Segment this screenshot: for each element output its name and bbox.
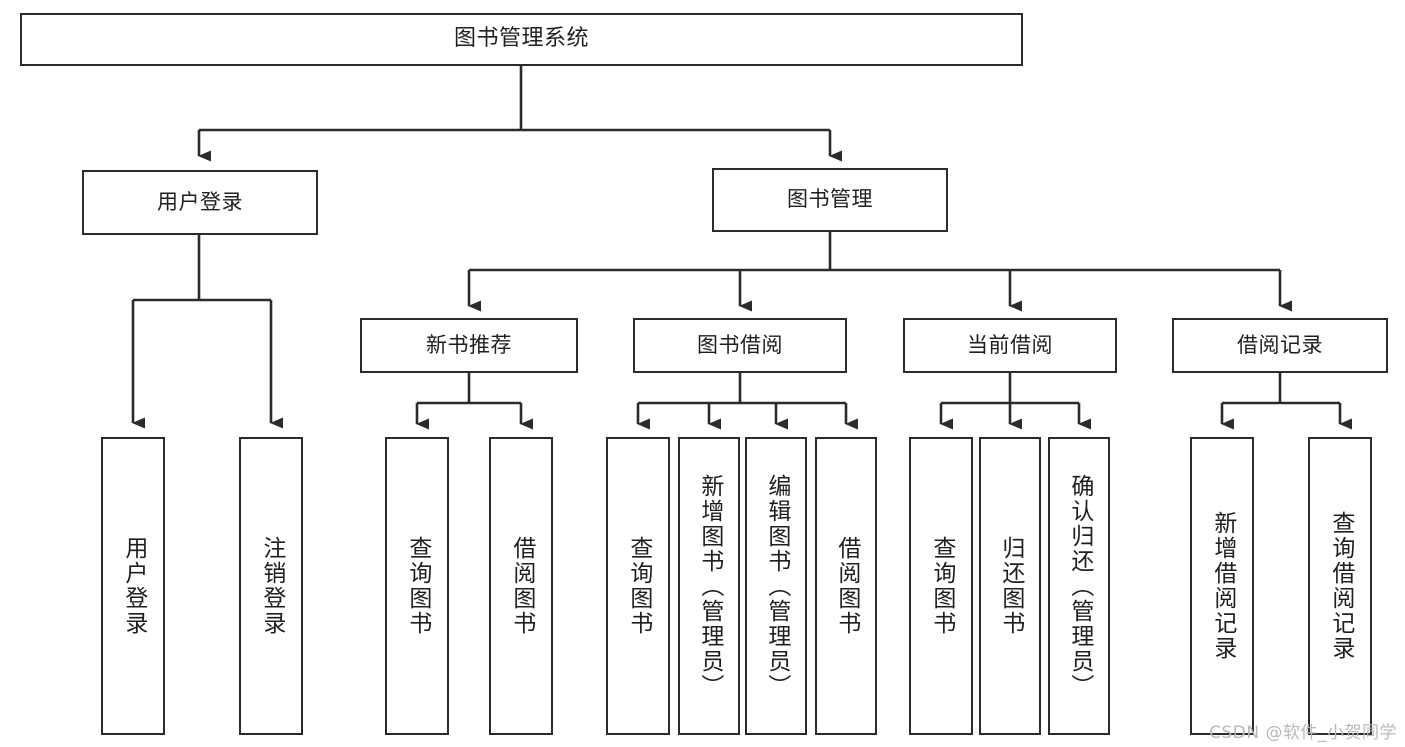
node-label: 用户登录 — [157, 189, 243, 214]
leaf-add-book-admin[interactable]: 新增图书（管理员） — [678, 437, 740, 735]
node-root-book-management-system[interactable]: 图书管理系统 — [20, 13, 1023, 66]
leaf-confirm-return-admin[interactable]: 确认归还（管理员） — [1048, 437, 1110, 735]
node-label: 注销登录 — [258, 536, 285, 636]
node-label: 当前借阅 — [967, 332, 1053, 357]
node-label: 确认归还（管理员） — [1066, 473, 1093, 699]
node-label: 借阅记录 — [1237, 332, 1323, 357]
leaf-query-book-borrow[interactable]: 查询图书 — [606, 437, 670, 735]
leaf-query-book-current[interactable]: 查询图书 — [909, 437, 973, 735]
node-book-borrow[interactable]: 图书借阅 — [633, 318, 847, 373]
node-label: 借阅图书 — [508, 536, 535, 636]
csdn-watermark: CSDN @软件_小贺同学 — [1209, 723, 1397, 743]
node-label: 查询图书 — [625, 536, 652, 636]
node-current-borrow[interactable]: 当前借阅 — [903, 318, 1117, 373]
node-label: 图书管理 — [787, 187, 873, 212]
node-borrow-record[interactable]: 借阅记录 — [1172, 318, 1388, 373]
leaf-query-borrow-record[interactable]: 查询借阅记录 — [1308, 437, 1372, 735]
node-label: 查询图书 — [928, 536, 955, 636]
node-label: 用户登录 — [120, 536, 147, 636]
node-label: 新书推荐 — [426, 332, 512, 357]
leaf-borrow-book[interactable]: 借阅图书 — [815, 437, 877, 735]
node-label: 编辑图书（管理员） — [763, 473, 790, 699]
node-label: 借阅图书 — [833, 536, 860, 636]
leaf-return-book[interactable]: 归还图书 — [979, 437, 1041, 735]
leaf-add-borrow-record[interactable]: 新增借阅记录 — [1190, 437, 1254, 735]
node-label: 新增图书（管理员） — [696, 473, 723, 699]
leaf-logout-login[interactable]: 注销登录 — [239, 437, 303, 735]
node-label: 图书借阅 — [697, 332, 783, 357]
node-new-book-recommend[interactable]: 新书推荐 — [360, 318, 578, 373]
node-label: 归还图书 — [997, 536, 1024, 636]
node-label: 查询图书 — [404, 536, 431, 636]
leaf-user-login[interactable]: 用户登录 — [101, 437, 165, 735]
leaf-edit-book-admin[interactable]: 编辑图书（管理员） — [745, 437, 807, 735]
leaf-borrow-book-newbook[interactable]: 借阅图书 — [489, 437, 553, 735]
node-label: 查询借阅记录 — [1327, 511, 1354, 661]
node-user-login[interactable]: 用户登录 — [82, 170, 318, 235]
node-label: 新增借阅记录 — [1209, 511, 1236, 661]
node-book-management[interactable]: 图书管理 — [712, 168, 948, 232]
node-label: 图书管理系统 — [453, 26, 589, 52]
leaf-query-book-newbook[interactable]: 查询图书 — [385, 437, 449, 735]
